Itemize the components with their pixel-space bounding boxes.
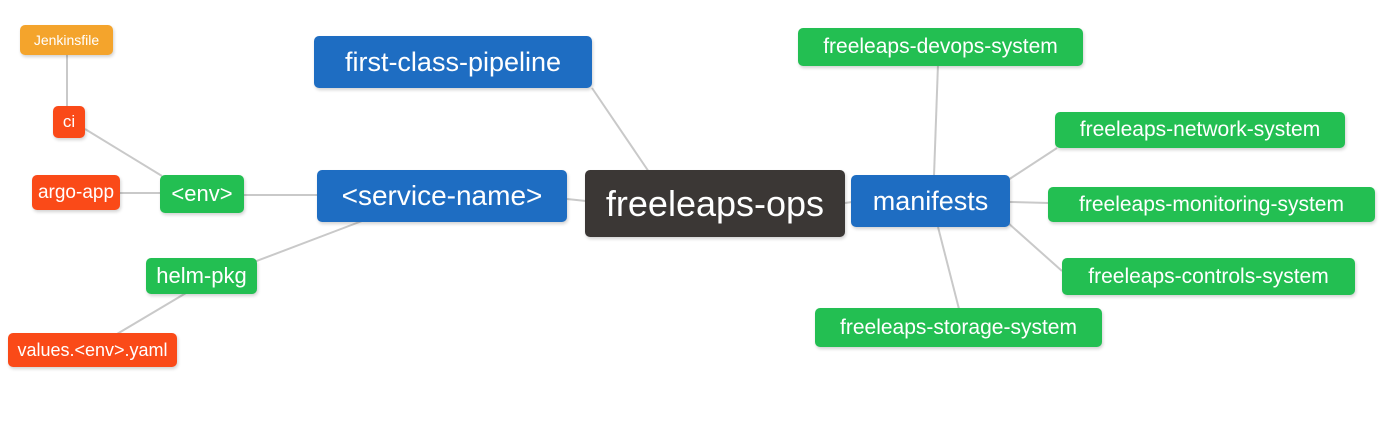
node-freeleaps-monitoring-system[interactable]: freeleaps-monitoring-system xyxy=(1048,187,1375,222)
edge-first-class-pipeline-to-freeleaps-ops xyxy=(591,87,650,173)
node-manifests[interactable]: manifests xyxy=(851,175,1010,227)
node-freeleaps-network-system[interactable]: freeleaps-network-system xyxy=(1055,112,1345,148)
edge-ci-to-env xyxy=(84,128,163,177)
edge-service-name-to-helm-pkg xyxy=(253,220,363,263)
node-first-class-pipeline[interactable]: first-class-pipeline xyxy=(314,36,592,88)
node-values-env-yaml[interactable]: values.<env>.yaml xyxy=(8,333,177,367)
edge-manifests-to-network-system xyxy=(1007,147,1058,181)
node-freeleaps-devops-system[interactable]: freeleaps-devops-system xyxy=(798,28,1083,66)
edge-manifests-to-monitoring-system xyxy=(1009,201,1050,204)
edge-service-name-to-freeleaps-ops xyxy=(566,198,587,202)
node-helm-pkg[interactable]: helm-pkg xyxy=(146,258,257,294)
edge-manifests-to-devops-system xyxy=(933,63,939,177)
node-jenkinsfile[interactable]: Jenkinsfile xyxy=(20,25,113,55)
edge-manifests-to-controls-system xyxy=(1006,221,1063,272)
node-service-name[interactable]: <service-name> xyxy=(317,170,567,222)
node-freeleaps-ops[interactable]: freeleaps-ops xyxy=(585,170,845,237)
node-env[interactable]: <env> xyxy=(160,175,244,213)
node-freeleaps-storage-system[interactable]: freeleaps-storage-system xyxy=(815,308,1102,347)
node-freeleaps-controls-system[interactable]: freeleaps-controls-system xyxy=(1062,258,1355,295)
node-ci[interactable]: ci xyxy=(53,106,85,138)
edge-manifests-to-storage-system xyxy=(937,226,960,310)
node-argo-app[interactable]: argo-app xyxy=(32,175,120,210)
edge-freeleaps-ops-to-manifests xyxy=(844,201,853,204)
edge-helm-pkg-to-values-env-yaml xyxy=(116,292,187,335)
